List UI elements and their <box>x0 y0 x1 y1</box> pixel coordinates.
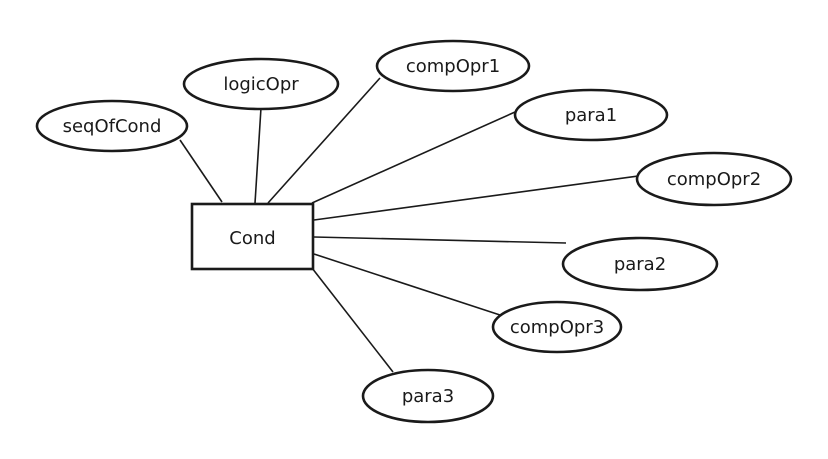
entity-label: Cond <box>229 228 275 249</box>
attribute-label: para1 <box>565 105 617 126</box>
attribute-ellipse <box>561 236 719 292</box>
attribute-ellipse <box>361 368 495 424</box>
edge-cond-compOpr3 <box>313 253 501 316</box>
edge-cond-para3 <box>311 267 394 373</box>
attribute-compOpr2: compOpr2 <box>635 151 793 207</box>
edge-cond-compOpr1 <box>267 77 381 204</box>
attribute-label: compOpr1 <box>406 56 500 77</box>
edge-cond-compOpr2 <box>313 175 639 221</box>
attribute-compOpr1: compOpr1 <box>375 39 531 93</box>
attribute-ellipse <box>491 300 623 354</box>
edge-cond-logicOpr <box>254 107 262 204</box>
attribute-label: para2 <box>614 254 666 275</box>
attribute-ellipse <box>635 151 793 207</box>
attribute-ellipse <box>513 88 669 142</box>
attribute-label: seqOfCond <box>63 116 162 137</box>
edges <box>179 77 639 373</box>
attribute-ellipse <box>35 99 189 153</box>
attribute-label: compOpr3 <box>510 317 604 338</box>
attribute-para3: para3 <box>361 368 495 424</box>
attribute-label: para3 <box>402 386 454 407</box>
edge-cond-para2 <box>313 236 567 244</box>
attribute-ellipse <box>182 57 340 111</box>
attribute-logicOpr: logicOpr <box>182 57 340 111</box>
attribute-seqOfCond: seqOfCond <box>35 99 189 153</box>
entity-cond: Cond <box>190 202 315 271</box>
attribute-para1: para1 <box>513 88 669 142</box>
edge-cond-seqOfCond <box>179 139 223 203</box>
attribute-label: logicOpr <box>223 74 299 95</box>
edge-cond-para1 <box>311 111 516 204</box>
attribute-label: compOpr2 <box>667 169 761 190</box>
attribute-para2: para2 <box>561 236 719 292</box>
attribute-ellipse <box>375 39 531 93</box>
entity-box <box>190 202 315 271</box>
attribute-compOpr3: compOpr3 <box>491 300 623 354</box>
